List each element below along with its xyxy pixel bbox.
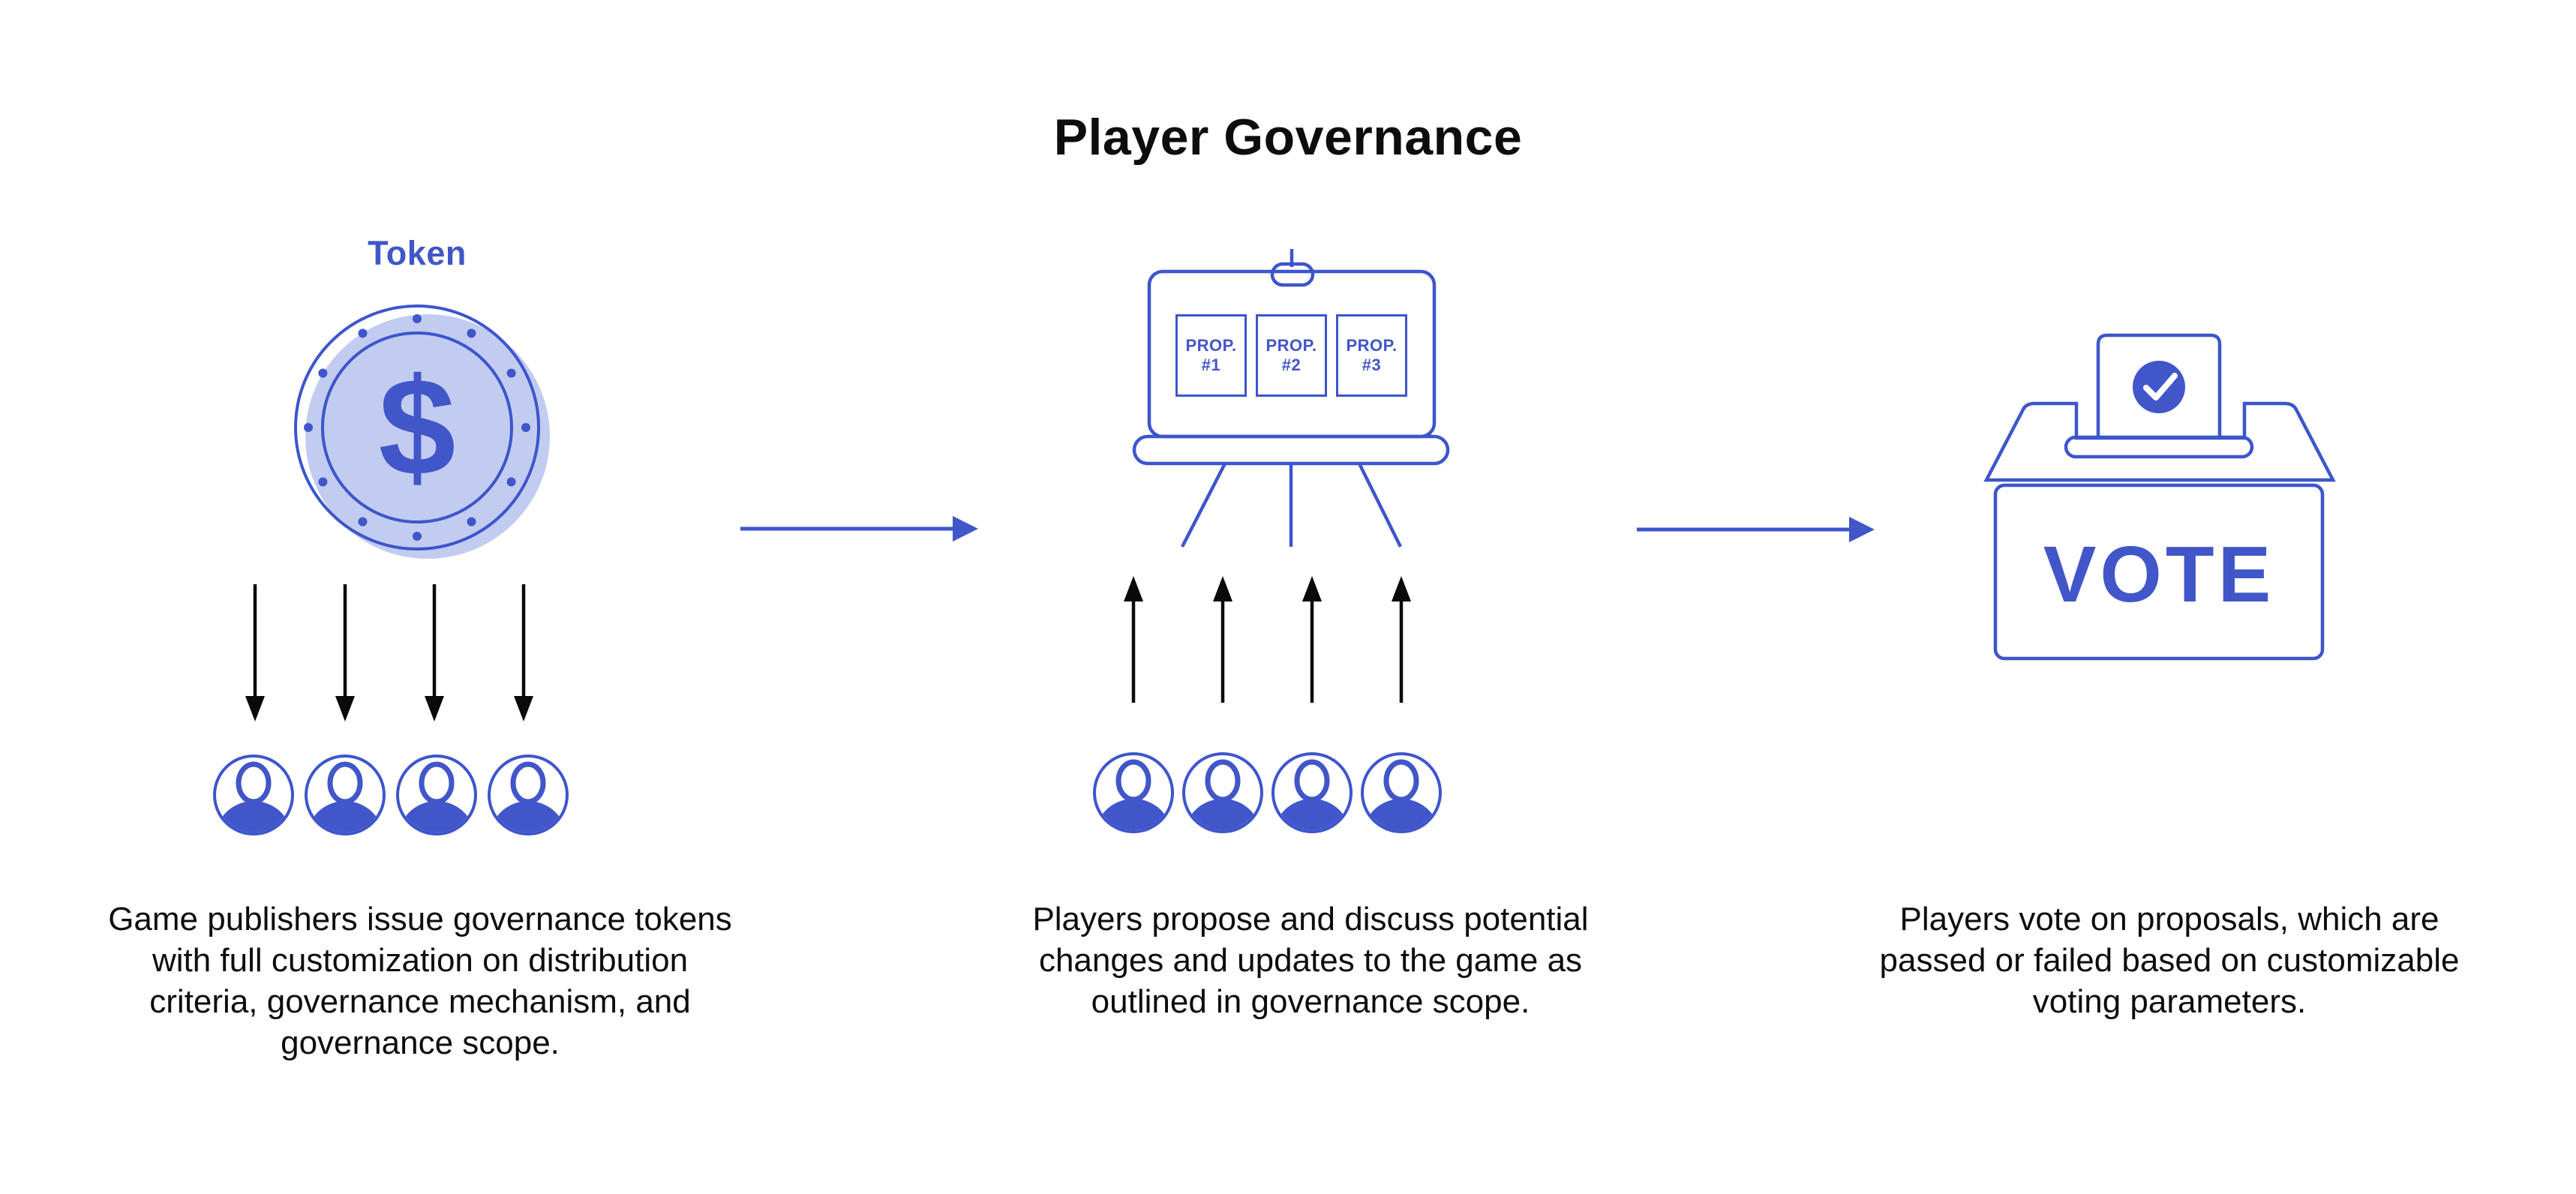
ballot-card (2096, 333, 2222, 439)
token-holders-users (215, 756, 567, 879)
voting-description: Players vote on proposals, which are pas… (1879, 901, 2460, 1020)
coin-outer-ring (294, 304, 540, 550)
proposal-board-icon (1132, 249, 1450, 548)
proposals-description: Players propose and discuss potential ch… (1032, 901, 1589, 1020)
user-avatar-icon (1362, 754, 1440, 877)
proposal-submission-arrows (1124, 576, 1411, 703)
user-avatar-icon (1094, 754, 1172, 877)
board-knob (1270, 262, 1315, 287)
board-tray (1132, 434, 1450, 466)
proposal-card-2: PROP. #2 (1256, 314, 1327, 397)
proposing-players-users (1094, 754, 1440, 877)
coin-edge-dots (304, 314, 530, 541)
coin-shadow (305, 314, 550, 559)
user-avatar-icon (489, 756, 567, 879)
user-avatar-icon (1184, 754, 1262, 877)
token-coin-icon (294, 304, 550, 559)
user-avatar-icon (398, 756, 476, 879)
checkmark-icon (2143, 373, 2178, 400)
page-title: Player Governance (1053, 109, 1523, 166)
board-legs (1180, 462, 1403, 548)
coin-inner-disc (321, 332, 513, 524)
vote-label: VOTE (2043, 530, 2275, 619)
flow-arrow-middle-to-right (1637, 517, 1875, 542)
proposal-card-1: PROP. #1 (1175, 314, 1247, 397)
ballot-slot (2064, 435, 2254, 459)
user-avatar-icon (215, 756, 293, 879)
ballot-box-lid (1983, 401, 2336, 482)
flow-arrow-left-to-middle (740, 516, 978, 542)
token-label: Token (368, 234, 467, 272)
proposal-card-3: PROP. #3 (1336, 314, 1407, 397)
token-issuance-description: Game publishers issue governance tokens … (108, 901, 732, 1061)
ballot-box-icon (1983, 333, 2336, 661)
user-avatar-icon (1273, 754, 1351, 877)
ballot-box-body (1993, 483, 2325, 661)
dollar-sign: $ (378, 350, 456, 505)
token-distribution-arrows (245, 584, 533, 722)
check-circle-icon (2133, 361, 2185, 413)
user-avatar-icon (306, 756, 384, 879)
